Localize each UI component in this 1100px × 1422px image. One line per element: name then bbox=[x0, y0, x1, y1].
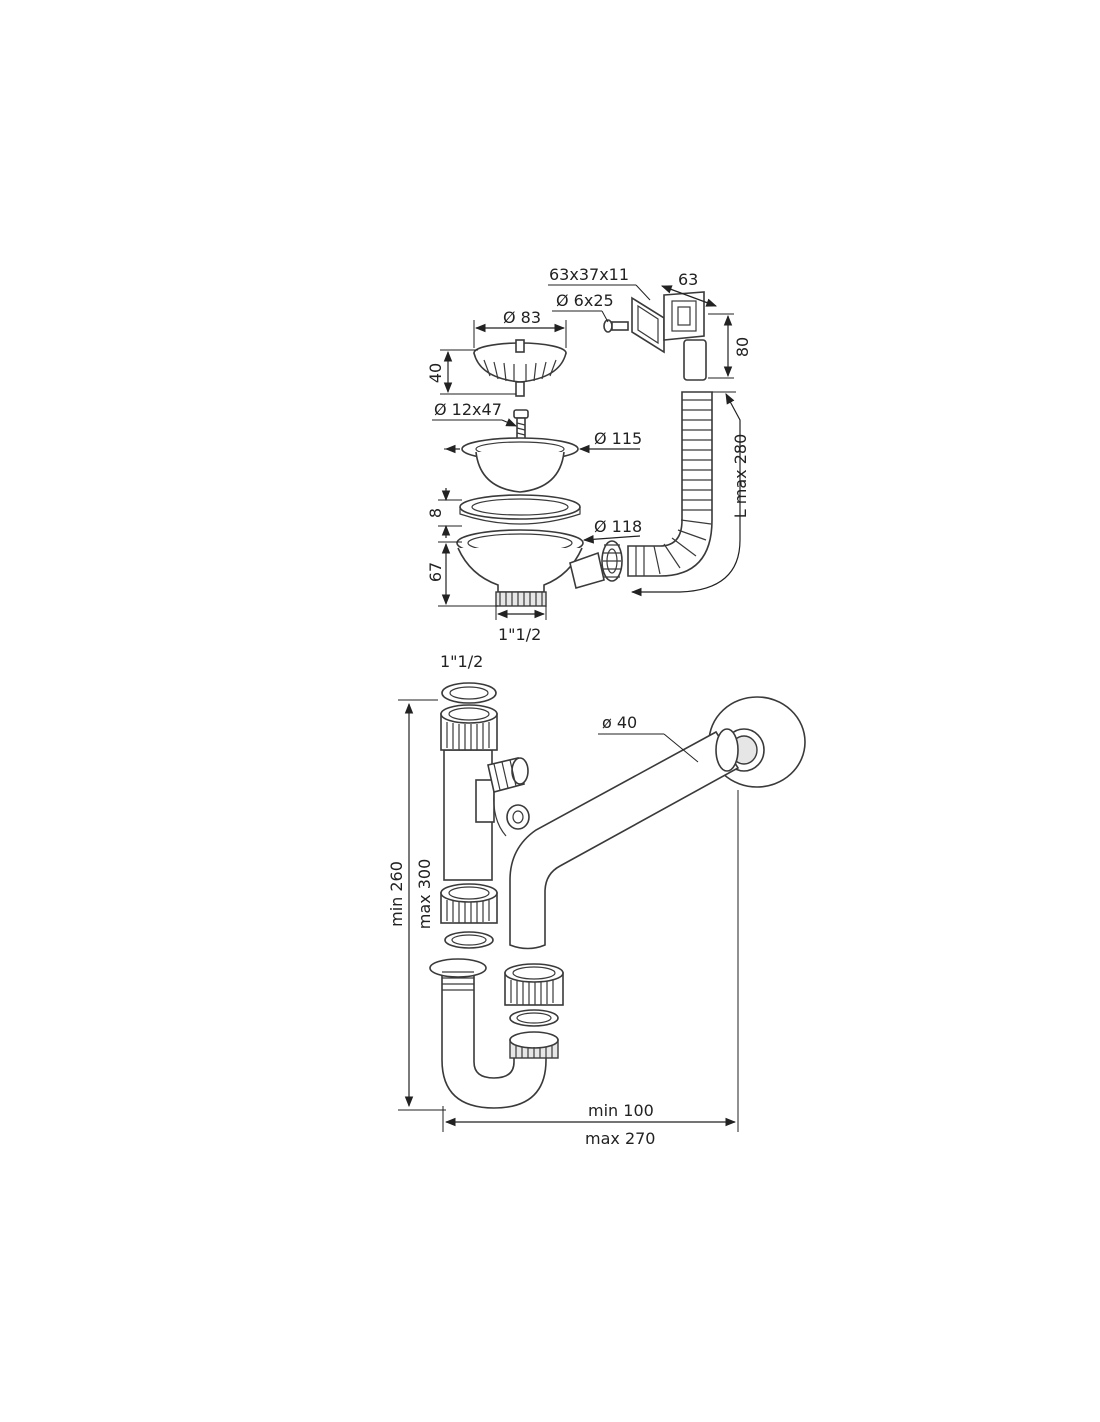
hose-length-label: L max 280 bbox=[731, 434, 750, 518]
overflow-height-label: 80 bbox=[733, 337, 752, 357]
body-height-label: 67 bbox=[426, 562, 445, 582]
outlet-nut bbox=[504, 963, 564, 1006]
outlet-thread bbox=[509, 1031, 559, 1059]
basket-strainer bbox=[473, 339, 567, 397]
basket-height-label: 40 bbox=[426, 363, 445, 383]
flange-diameter-label: Ø 115 bbox=[594, 429, 642, 448]
sink-flange bbox=[461, 437, 579, 493]
basket-diameter-label: Ø 83 bbox=[503, 308, 541, 327]
overflow-nut bbox=[601, 540, 623, 582]
body-diameter-dim bbox=[582, 534, 641, 544]
middle-washer bbox=[444, 931, 494, 949]
trap-inlet-thread-label: 1"1/2 bbox=[440, 652, 483, 671]
bolt-label: Ø 12x47 bbox=[434, 400, 502, 419]
overflow-plate bbox=[631, 291, 707, 381]
overflow-width-label: 63 bbox=[678, 270, 698, 289]
trap-min-height-label: min 260 bbox=[387, 861, 406, 927]
hose-length-dim bbox=[630, 393, 741, 597]
inlet-tube bbox=[443, 749, 495, 881]
inlet-nut bbox=[440, 704, 498, 751]
inlet-washer bbox=[441, 682, 497, 704]
wall-pipe bbox=[509, 728, 740, 950]
gasket-height-label: 8 bbox=[426, 508, 445, 518]
overflow-plate-label: 63x37x11 bbox=[549, 265, 629, 284]
outlet-thread-label: 1"1/2 bbox=[498, 625, 541, 644]
middle-nut bbox=[440, 883, 498, 924]
overflow-screw bbox=[603, 319, 629, 333]
u-bend bbox=[429, 958, 547, 1109]
corrugated-hose bbox=[627, 391, 713, 577]
trap-max-height-label: max 300 bbox=[415, 859, 434, 929]
trap-max-width-label: max 270 bbox=[585, 1129, 655, 1148]
overflow-width-dim bbox=[660, 285, 718, 307]
outlet-washer bbox=[509, 1009, 559, 1027]
body-diameter-label: Ø 118 bbox=[594, 517, 642, 536]
dishwasher-spout bbox=[487, 757, 529, 793]
pipe-diameter-label: ø 40 bbox=[602, 713, 637, 732]
screw-label: Ø 6x25 bbox=[556, 291, 614, 310]
drain-body bbox=[456, 529, 605, 607]
trap-min-width-label: min 100 bbox=[588, 1101, 654, 1120]
connecting-bolt bbox=[513, 409, 529, 455]
gasket-ring bbox=[459, 494, 581, 525]
spout-cap bbox=[493, 791, 530, 837]
